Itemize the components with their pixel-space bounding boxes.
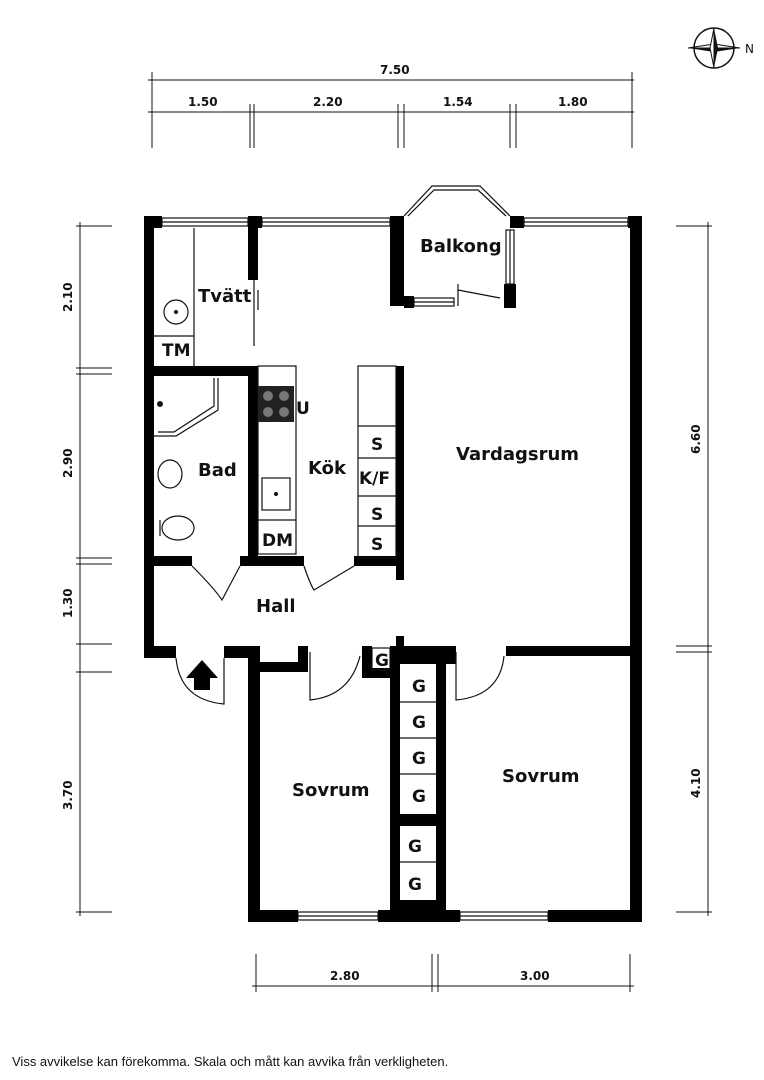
- right-dimensions: 6.60 4.10: [676, 222, 712, 916]
- top-dimensions: 7.50 1.50 2.20 1.54 1.80: [148, 63, 634, 148]
- kitchen-counter-left: [257, 365, 297, 555]
- balcony-outline: [403, 185, 511, 306]
- fixture-label-g5: G: [412, 787, 426, 807]
- room-label-sovrum-right: Sovrum: [502, 766, 580, 787]
- left-dimensions: 2.10 2.90 1.30 3.70: [61, 222, 112, 916]
- dim-right-1: 6.60: [689, 424, 703, 454]
- dim-left-1: 2.10: [61, 282, 75, 312]
- fixture-label-g4: G: [412, 749, 426, 769]
- fixture-label-g1: G: [375, 651, 389, 671]
- fixture-label-g6: G: [408, 837, 422, 857]
- dim-left-3: 1.30: [61, 588, 75, 618]
- bathroom-fixtures: [154, 378, 219, 541]
- shower-icon: [154, 378, 219, 437]
- windows: [161, 217, 629, 921]
- dim-left-4: 3.70: [61, 780, 75, 810]
- room-label-vardagsrum: Vardagsrum: [456, 444, 579, 465]
- dim-right-2: 4.10: [689, 768, 703, 798]
- room-label-kok: Kök: [308, 458, 347, 479]
- toilet-icon: [161, 515, 195, 541]
- fixture-label-s2: S: [371, 505, 383, 525]
- room-label-bad: Bad: [198, 460, 237, 481]
- room-label-sovrum-left: Sovrum: [292, 780, 370, 801]
- dim-top-2: 2.20: [313, 95, 343, 109]
- fixture-label-g7: G: [408, 875, 422, 895]
- fixture-label-u: U: [296, 399, 310, 419]
- kitchen-sink-icon: [261, 477, 291, 511]
- dim-top-3: 1.54: [443, 95, 473, 109]
- closets: [371, 647, 436, 863]
- laundry-sink-icon: [163, 299, 189, 325]
- dim-top-total: 7.50: [380, 63, 410, 77]
- fixture-label-s3: S: [371, 535, 383, 555]
- dim-bottom-1: 2.80: [330, 969, 360, 983]
- fixture-label-tm: TM: [162, 341, 191, 361]
- compass: N: [687, 27, 754, 69]
- entrance-arrow-icon: [186, 660, 218, 690]
- stove-icon: [258, 386, 294, 422]
- room-label-tvatt: Tvätt: [198, 286, 252, 307]
- bath-sink-icon: [157, 459, 183, 489]
- doors: [175, 280, 505, 705]
- walls: [144, 216, 642, 922]
- room-label-balkong: Balkong: [420, 236, 502, 257]
- disclaimer-text: Viss avvikelse kan förekomma. Skala och …: [12, 1054, 449, 1069]
- fixture-label-s1: S: [371, 435, 383, 455]
- compass-north-label: N: [745, 42, 754, 56]
- fixture-label-kf: K/F: [359, 469, 390, 489]
- dim-top-4: 1.80: [558, 95, 588, 109]
- room-label-hall: Hall: [256, 596, 296, 617]
- dim-left-2: 2.90: [61, 448, 75, 478]
- dim-bottom-2: 3.00: [520, 969, 550, 983]
- bottom-dimensions: 2.80 3.00: [252, 954, 634, 992]
- fixture-label-g2: G: [412, 677, 426, 697]
- laundry-fixtures: [154, 228, 195, 366]
- dim-top-1: 1.50: [188, 95, 218, 109]
- kitchen-counter-right: [357, 365, 397, 559]
- fixture-label-g3: G: [412, 713, 426, 733]
- fixture-label-dm: DM: [262, 531, 293, 551]
